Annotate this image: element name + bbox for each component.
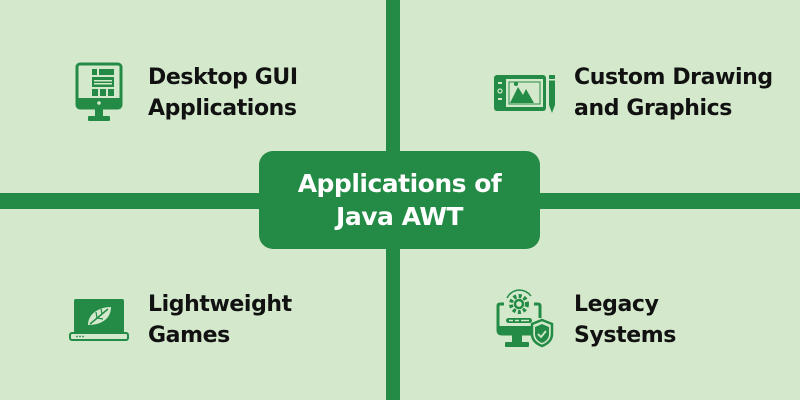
application-item-legacy-systems: Legacy Systems bbox=[490, 287, 676, 353]
laptop-leaf-icon bbox=[64, 287, 134, 353]
central-title-box: Applications of Java AWT bbox=[259, 151, 540, 249]
application-item-lightweight-games: Lightweight Games bbox=[64, 287, 292, 353]
application-item-label: Desktop GUI Applications bbox=[148, 65, 298, 121]
drawing-tablet-pen-icon bbox=[490, 60, 560, 126]
application-item-label: Custom Drawing and Graphics bbox=[574, 65, 773, 121]
central-title-line-1: Applications of bbox=[297, 169, 502, 198]
application-item-desktop-gui: Desktop GUI Applications bbox=[64, 60, 298, 126]
central-title-line-2: Java AWT bbox=[336, 202, 463, 231]
desktop-gui-monitor-icon bbox=[64, 60, 134, 126]
monitor-gear-shield-icon bbox=[490, 287, 560, 353]
application-item-label: Lightweight Games bbox=[148, 292, 292, 348]
application-item-label: Legacy Systems bbox=[574, 292, 676, 348]
application-item-custom-drawing: Custom Drawing and Graphics bbox=[490, 60, 773, 126]
